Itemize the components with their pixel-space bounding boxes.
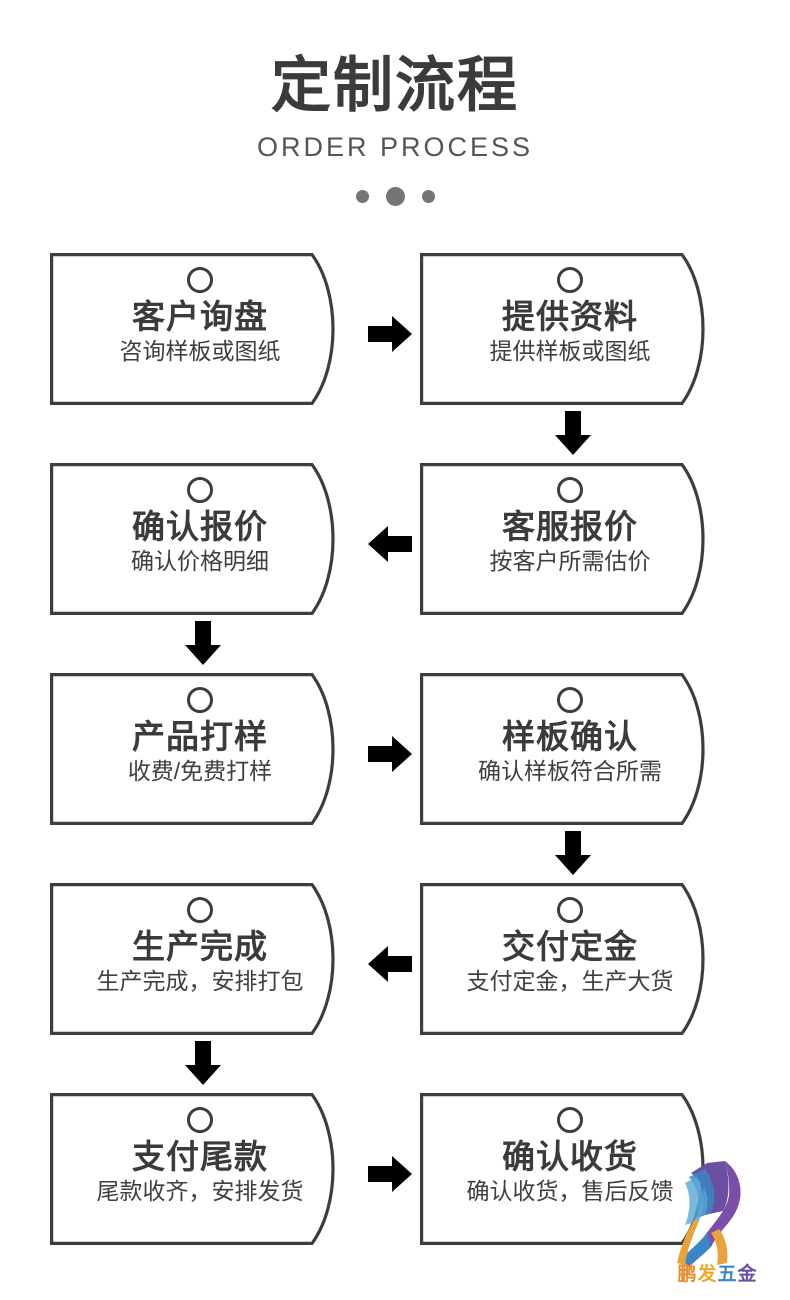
step-circle-icon [187,477,213,503]
tag-shape [50,673,335,825]
tag-shape [420,253,705,405]
step-circle-icon [557,267,583,293]
flow-card-service-quote[interactable]: 客服报价 按客户所需估价 [420,463,720,615]
decorative-dots [0,161,790,206]
page-subtitle: ORDER PROCESS [256,132,534,162]
flow-card-product-sample[interactable]: 产品打样 收费/免费打样 [50,673,350,825]
flow-card-title: 生产完成 [132,927,268,966]
page-header: 定制流程 ORDER PROCESS [0,0,790,206]
flow-card-title: 确认报价 [132,507,268,546]
arrow-left-icon [368,526,412,562]
tag-shape [50,463,335,615]
tag-shape [420,463,705,615]
flow-card-confirm-quote[interactable]: 确认报价 确认价格明细 [50,463,350,615]
flow-card-desc: 咨询样板或图纸 [119,337,281,364]
flow-row: 客户询盘 咨询样板或图纸 提供资料 提供样板或图纸 [0,243,790,455]
flow-card-provide-materials[interactable]: 提供资料 提供样板或图纸 [420,253,720,405]
flow-card-desc: 尾款收齐，安排发货 [96,1177,304,1204]
arrow-right-icon [368,316,412,352]
flow-card-desc: 支付定金，生产大货 [466,967,674,994]
step-circle-icon [187,1107,213,1133]
tag-shape [50,253,335,405]
arrow-down-icon [185,621,221,665]
flow-card-confirm-receipt[interactable]: 确认收货 确认收货，售后反馈 [420,1093,720,1245]
step-circle-icon [557,477,583,503]
tag-shape [50,883,335,1035]
flow-card-deposit-payment[interactable]: 交付定金 支付定金，生产大货 [420,883,720,1035]
process-flow: 客户询盘 咨询样板或图纸 提供资料 提供样板或图纸 [0,243,790,1293]
flow-card-desc: 确认样板符合所需 [478,757,662,784]
arrow-right-icon [368,1156,412,1192]
arrow-left-icon [368,946,412,982]
dot-icon [355,190,369,203]
flow-card-sample-confirm[interactable]: 样板确认 确认样板符合所需 [420,673,720,825]
flow-card-title: 客服报价 [502,507,638,546]
flow-card-desc: 确认收货，售后反馈 [466,1177,674,1204]
step-circle-icon [557,687,583,713]
step-circle-icon [187,267,213,293]
dot-icon [385,187,405,206]
arrow-down-icon [185,1041,221,1085]
tag-shape [50,1093,335,1245]
arrow-right-icon [368,736,412,772]
flow-card-desc: 生产完成，安排打包 [96,967,304,994]
flow-card-title: 支付尾款 [132,1137,268,1176]
flow-card-title: 确认收货 [502,1137,638,1176]
flow-row: 确认报价 确认价格明细 客服报价 按客户所需估价 [0,453,790,665]
flow-card-final-payment[interactable]: 支付尾款 尾款收齐，安排发货 [50,1093,350,1245]
step-circle-icon [557,1107,583,1133]
arrow-down-icon [555,831,591,875]
arrow-down-icon [555,411,591,455]
flow-card-desc: 提供样板或图纸 [489,337,651,364]
flow-card-title: 客户询盘 [132,297,268,336]
tag-shape [420,883,705,1035]
step-circle-icon [557,897,583,923]
flow-card-production-complete[interactable]: 生产完成 生产完成，安排打包 [50,883,350,1035]
flow-row: 支付尾款 尾款收齐，安排发货 确认收货 确认收货，售后反馈 [0,1083,790,1293]
flow-card-customer-inquiry[interactable]: 客户询盘 咨询样板或图纸 [50,253,350,405]
dot-icon [421,190,435,203]
step-circle-icon [187,897,213,923]
flow-card-desc: 收费/免费打样 [127,757,273,784]
flow-card-title: 交付定金 [502,927,638,966]
flow-card-title: 产品打样 [132,717,268,756]
flow-card-desc: 确认价格明细 [131,547,269,574]
flow-row: 生产完成 生产完成，安排打包 交付定金 支付定金，生产大货 [0,873,790,1085]
page-title: 定制流程 [271,51,519,121]
flow-card-desc: 按客户所需估价 [489,547,651,574]
flow-card-title: 样板确认 [502,717,638,756]
flow-card-title: 提供资料 [502,297,638,336]
step-circle-icon [187,687,213,713]
flow-row: 产品打样 收费/免费打样 样板确认 确认样板符合所需 [0,663,790,875]
tag-shape [420,673,705,825]
